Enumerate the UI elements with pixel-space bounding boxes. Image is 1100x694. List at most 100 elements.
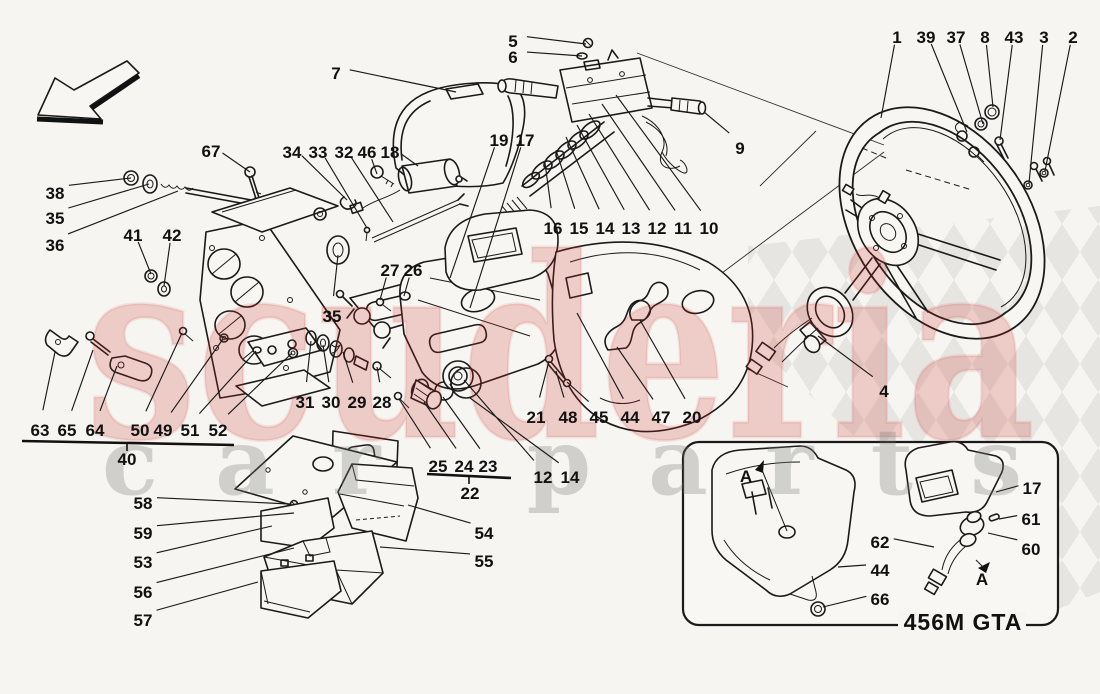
part-left-clips (44, 329, 153, 382)
footer: 456M GTA (898, 609, 1026, 636)
callout-57: 57 (134, 611, 153, 630)
leader-line (601, 103, 676, 211)
leader-line (99, 365, 118, 412)
callout-28: 28 (373, 393, 392, 412)
callout-45: 45 (590, 408, 609, 427)
part-bottom-mount (234, 430, 419, 619)
leader-line (822, 595, 867, 608)
callout-36: 36 (46, 236, 65, 255)
callout-9: 9 (735, 139, 744, 158)
leader-line (930, 43, 968, 133)
callout-66: 66 (871, 590, 890, 609)
callout-61: 61 (1022, 510, 1041, 529)
callout-24: 24 (455, 457, 474, 476)
part-lower-shroud (551, 241, 754, 433)
callout-35: 35 (323, 307, 342, 326)
callout-35: 35 (46, 209, 65, 228)
leader-line (324, 157, 368, 229)
leader-line (555, 149, 576, 209)
leader-line (351, 157, 394, 223)
callout-42: 42 (163, 226, 182, 245)
leader-line (1028, 44, 1044, 184)
leader-line (379, 546, 471, 555)
callout-18: 18 (381, 143, 400, 162)
leader-line (137, 241, 152, 275)
part-steering-wheel (745, 104, 1055, 375)
callout-51: 51 (181, 421, 200, 440)
model-label: 456M GTA (904, 609, 1023, 635)
callout-23: 23 (479, 457, 498, 476)
callout-44: 44 (621, 408, 640, 427)
leader-line (156, 581, 259, 611)
callout-41: 41 (124, 226, 143, 245)
leader-line (880, 44, 896, 119)
part-clips-links (544, 281, 669, 388)
callout-32: 32 (335, 143, 354, 162)
callout-10: 10 (700, 219, 719, 238)
callout-A: A (740, 467, 752, 486)
leader-line (576, 312, 624, 399)
watermark: scuderia car parts (84, 201, 1037, 517)
leader-line (999, 44, 1013, 141)
leader-line (538, 360, 550, 398)
leader-line (615, 94, 702, 212)
callout-22: 22 (461, 484, 480, 503)
callout-39: 39 (917, 28, 936, 47)
callout-31: 31 (296, 393, 315, 412)
leader-line (449, 147, 496, 279)
callout-4: 4 (879, 382, 889, 401)
leader-line (407, 504, 471, 524)
leader-line (156, 547, 295, 584)
callout-17: 17 (1023, 479, 1042, 498)
leader-line (987, 532, 1018, 541)
leader-line (576, 124, 625, 211)
callout-11: 11 (674, 219, 692, 238)
callout-49: 49 (154, 421, 173, 440)
group-brackets (21, 439, 512, 484)
leader-line (332, 254, 339, 297)
leader-line (565, 136, 600, 210)
callout-29: 29 (348, 393, 367, 412)
callout-37: 37 (947, 28, 966, 47)
leader-line (67, 190, 179, 235)
callout-46: 46 (358, 143, 377, 162)
callout-20: 20 (683, 408, 702, 427)
leader-line (588, 113, 651, 211)
leader-line (379, 277, 387, 301)
direction-arrow-icon (36, 60, 141, 125)
callout-54: 54 (475, 524, 494, 543)
callout-59: 59 (134, 524, 153, 543)
leader-line (998, 515, 1018, 520)
leader-line (469, 397, 560, 464)
callout-13: 13 (622, 219, 641, 238)
callout-15: 15 (570, 219, 589, 238)
callout-14: 14 (596, 219, 615, 238)
callout-38: 38 (46, 184, 65, 203)
leader-line (163, 242, 171, 287)
callout-30: 30 (322, 393, 341, 412)
leader-line (156, 525, 273, 554)
leader-line (985, 44, 994, 108)
callout-25: 25 (429, 457, 448, 476)
callout-5: 5 (508, 32, 517, 51)
leader-line (544, 162, 552, 209)
leader-line (398, 398, 431, 449)
leader-line (71, 349, 94, 411)
leader-line (566, 381, 590, 403)
detail-arrow-icon (755, 460, 788, 532)
callout-47: 47 (652, 408, 671, 427)
leader-line (616, 346, 654, 400)
leader-line (463, 379, 535, 461)
callout-56: 56 (134, 583, 153, 602)
callout-33: 33 (309, 143, 328, 162)
leader-line (469, 147, 522, 309)
callout-53: 53 (134, 553, 153, 572)
leader-line (526, 36, 587, 45)
part-intermediate-shaft (305, 235, 392, 379)
part-main-bracket (178, 187, 447, 407)
leader-line (156, 512, 295, 527)
callout-21: 21 (527, 408, 546, 427)
leader-line (68, 177, 132, 186)
